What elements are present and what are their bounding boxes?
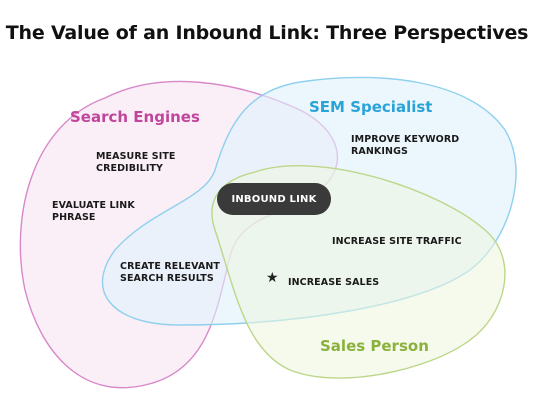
inbound-link-label: INBOUND LINK: [231, 193, 317, 205]
sales-person-region: [211, 165, 506, 379]
increase-site-traffic-item: INCREASE SITE TRAFFIC: [332, 236, 462, 247]
create-relevant-search-results-item: CREATE RELEVANT SEARCH RESULTS: [120, 261, 221, 284]
search-engines-label: Search Engines: [70, 108, 200, 126]
measure-site-credibility-item: MEASURE SITE CREDIBILITY: [96, 151, 176, 174]
evaluate-link-phrase-item: EVALUATE LINK PHRASE: [52, 200, 135, 223]
improve-keyword-rankings-item: IMPROVE KEYWORD RANKINGS: [351, 134, 460, 157]
sem-specialist-label: SEM Specialist: [309, 98, 433, 116]
increase-sales-item: INCREASE SALES: [288, 277, 380, 288]
star-icon: ★: [266, 270, 279, 286]
inbound-link-badge: INBOUND LINK: [217, 183, 331, 215]
diagram-title: The Value of an Inbound Link: Three Pers…: [5, 22, 529, 44]
sales-person-label: Sales Person: [320, 337, 429, 355]
